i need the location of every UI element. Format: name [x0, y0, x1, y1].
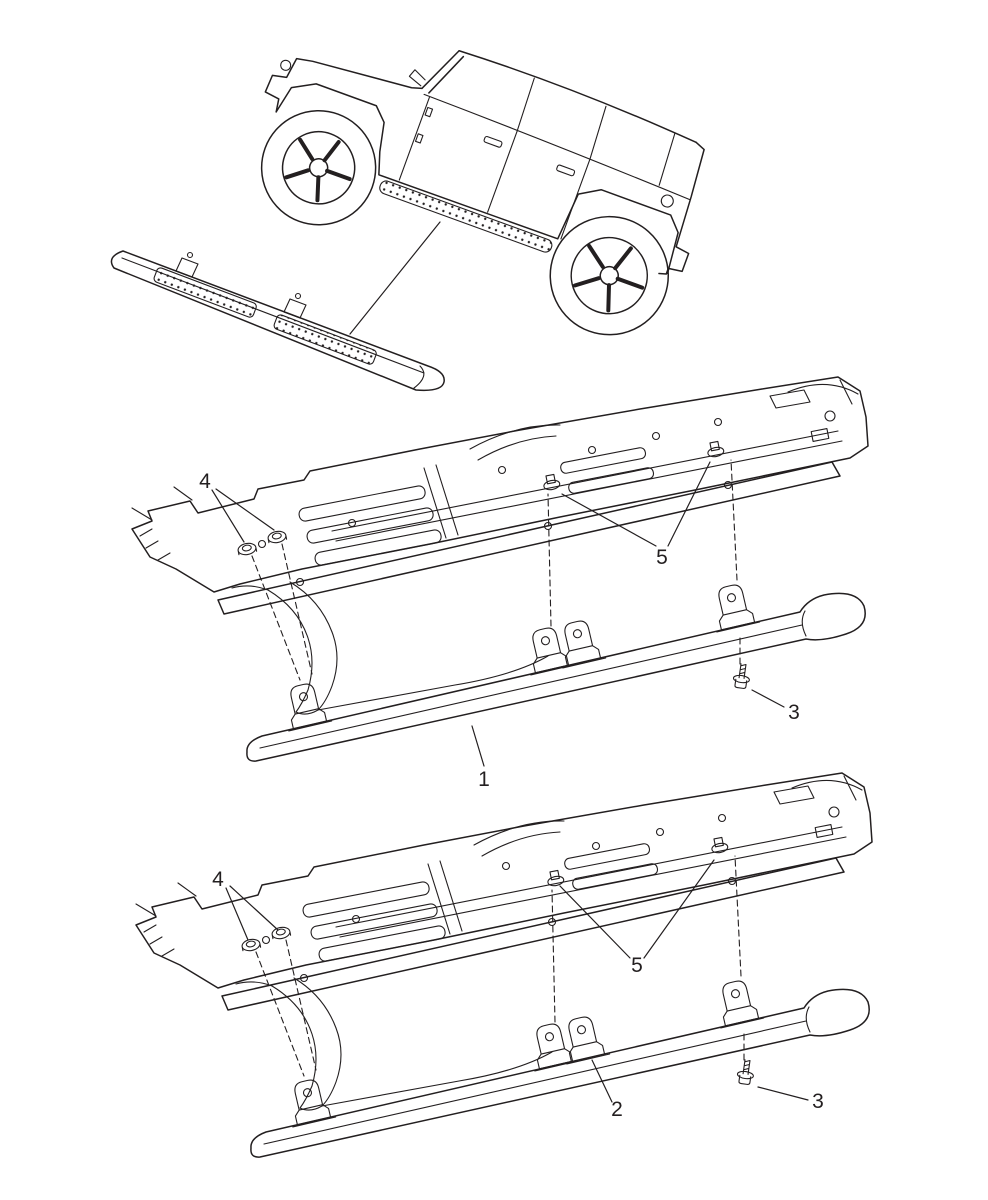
callout-upper-bolt: 3 [788, 701, 800, 724]
underbody-assembly-lower [136, 773, 872, 1157]
side-mirror [408, 69, 426, 87]
callout-upper-running-board: 1 [478, 768, 490, 791]
front-wheel [260, 110, 377, 226]
door-handle [556, 164, 576, 177]
callout-lower-clip: 5 [631, 954, 643, 977]
callout-lower-running-board: 2 [611, 1098, 623, 1121]
part-to-vehicle-leader-line [349, 221, 441, 335]
callout-lower-nut: 4 [212, 868, 224, 891]
step-pad [273, 314, 377, 365]
rear-wheel [549, 215, 670, 336]
upper-callouts: 4 5 3 1 [199, 461, 800, 791]
installed-side-step [379, 180, 553, 253]
vehicle-illustration [260, 50, 705, 336]
callout-upper-clip: 5 [656, 546, 668, 569]
underbody-assembly-upper [132, 377, 868, 761]
bracket-tab [175, 257, 307, 319]
door-handle [483, 135, 503, 148]
callout-upper-nut: 4 [199, 470, 211, 493]
callout-lower-bolt: 3 [812, 1090, 824, 1113]
step-pad [153, 267, 257, 318]
headlight [280, 59, 292, 71]
running-board-part-illustration [110, 250, 445, 392]
lower-callouts: 4 5 3 2 [212, 859, 824, 1121]
fuel-door [660, 194, 674, 208]
